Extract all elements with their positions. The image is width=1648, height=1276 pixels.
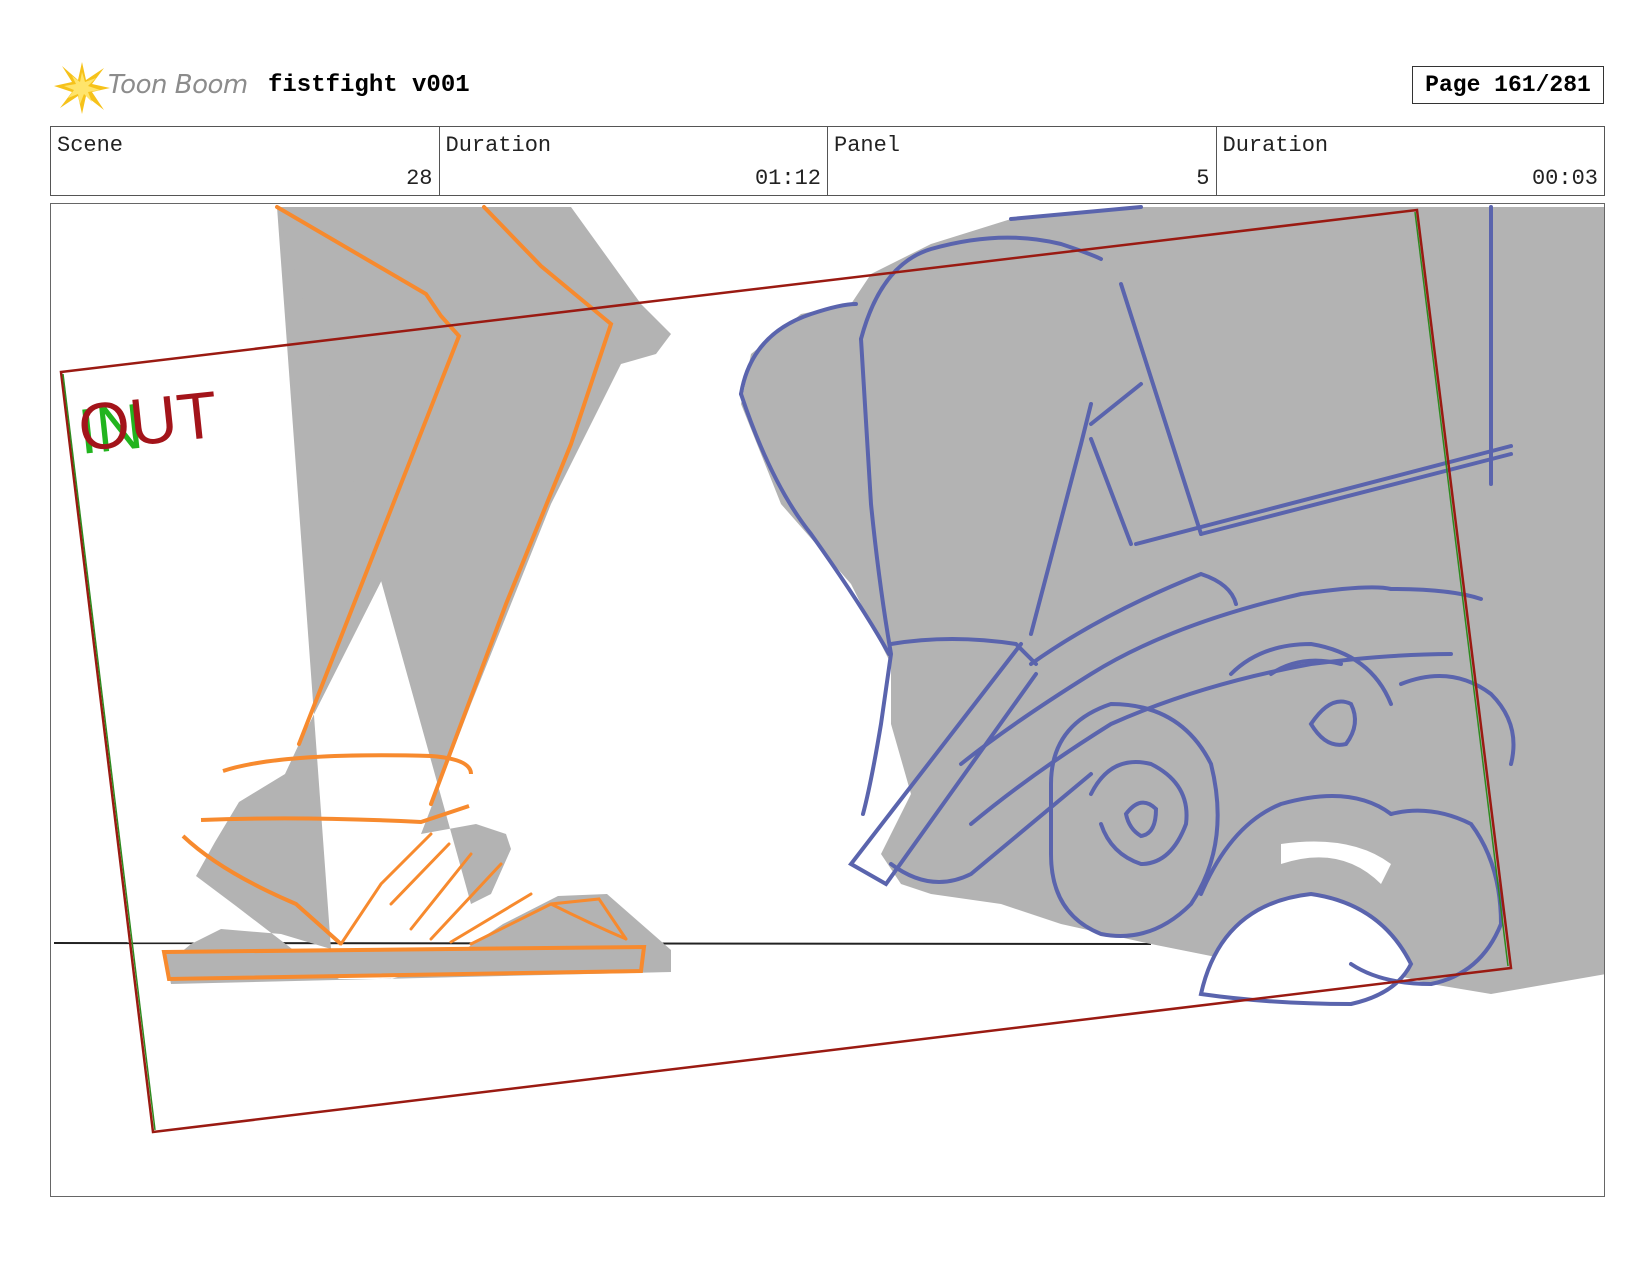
panel-drawing: IN OUT (53, 205, 1604, 1134)
storyboard-panel: IN OUT (50, 203, 1605, 1197)
panel-duration-cell: Duration 00:03 (1217, 127, 1605, 195)
panel-label: Panel (834, 133, 901, 158)
scene-info-table: Scene 28 Duration 01:12 Panel 5 Duration… (50, 126, 1605, 196)
panel-duration-label: Duration (1222, 133, 1329, 158)
panel-duration-value: 00:03 (1531, 166, 1598, 191)
in-marker: IN (75, 390, 146, 468)
scene-label: Scene (57, 133, 124, 158)
scene-cell: Scene 28 (51, 127, 440, 195)
toon-boom-star-icon (54, 62, 110, 114)
logo-text: Toon Boom (108, 70, 248, 100)
scene-value: 28 (406, 166, 433, 191)
panel-cell: Panel 5 (828, 127, 1217, 195)
car-drawing (739, 205, 1604, 1007)
panel-value: 5 (1196, 166, 1210, 191)
page-indicator: Page 161/281 (1412, 66, 1604, 104)
camera-frame (59, 208, 1513, 1134)
toon-boom-logo: Toon Boom (54, 60, 254, 116)
project-title: fistfight v001 (268, 72, 470, 99)
leg-drawing (161, 205, 671, 984)
out-marker: OUT (75, 377, 221, 465)
scene-duration-label: Duration (445, 133, 552, 158)
scene-duration-value: 01:12 (754, 166, 821, 191)
scene-duration-cell: Duration 01:12 (440, 127, 828, 195)
